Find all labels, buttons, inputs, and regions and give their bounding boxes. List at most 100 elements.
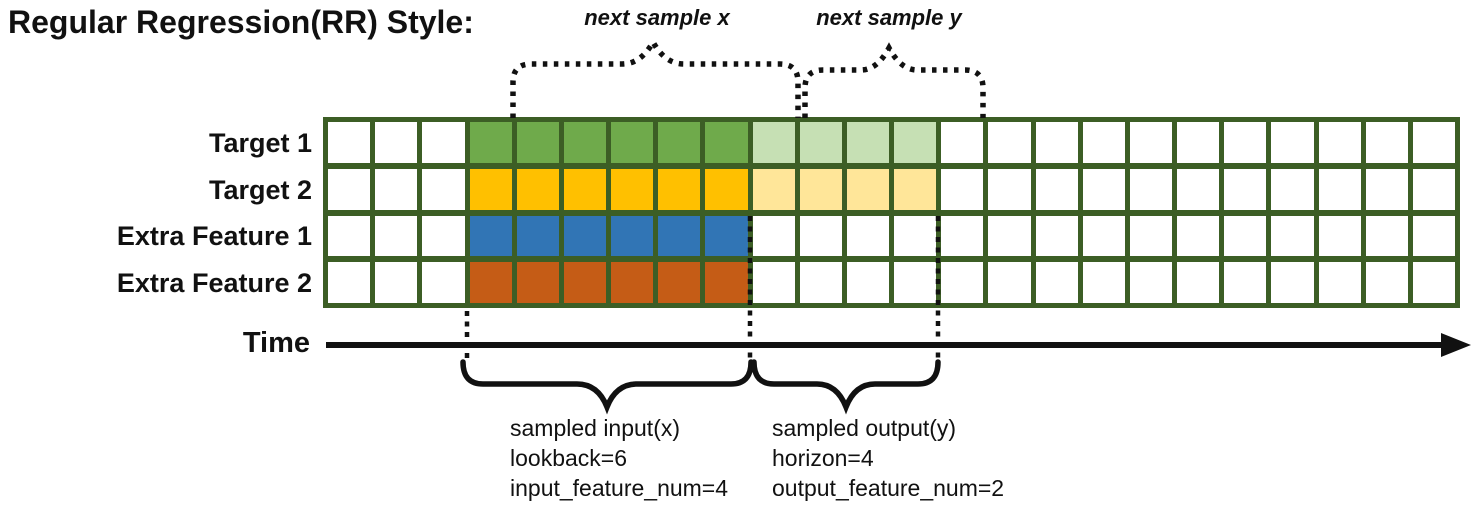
grid-cell (375, 262, 418, 303)
grid-cell (1224, 168, 1267, 210)
diagram-title: Regular Regression(RR) Style: (8, 4, 474, 40)
grid-cell (894, 122, 937, 163)
grid-cell (1129, 215, 1172, 257)
grid-cell (1412, 122, 1455, 163)
grid-cell (705, 262, 748, 303)
grid-cell (375, 215, 418, 257)
grid-cell (1082, 168, 1125, 210)
grid-cell (1271, 122, 1314, 163)
grid-cell (941, 262, 984, 303)
grid-cell (469, 262, 512, 303)
grid-cell (611, 262, 654, 303)
grid-cell (1271, 168, 1314, 210)
grid-cell (846, 122, 889, 163)
grid-cell (1035, 122, 1078, 163)
grid-cell (799, 262, 842, 303)
grid-cell (469, 168, 512, 210)
grid-cell (846, 215, 889, 257)
grid-cell (328, 262, 371, 303)
output-feature-num-value: output_feature_num=2 (772, 475, 1005, 501)
time-axis-arrowhead-icon (1441, 333, 1471, 357)
grid-cell (422, 215, 465, 257)
grid-cell (328, 215, 371, 257)
time-axis-label: Time (242, 327, 310, 359)
grid-cell (1177, 215, 1220, 257)
grid-cell (563, 122, 606, 163)
grid-cell (516, 262, 559, 303)
grid-cell (658, 168, 701, 210)
grid-cell (1177, 122, 1220, 163)
grid-cell (941, 122, 984, 163)
grid-cell (705, 168, 748, 210)
grid-cell (1035, 262, 1078, 303)
grid-cell (658, 262, 701, 303)
grid-cell (1177, 262, 1220, 303)
row-label-target-2: Target 2 (208, 175, 312, 205)
grid-cell (1224, 262, 1267, 303)
grid-cell (375, 168, 418, 210)
next-sample-y-brace-icon (802, 42, 986, 118)
grid-cell (799, 215, 842, 257)
input-feature-num-value: input_feature_num=4 (510, 475, 729, 501)
grid-cell (1318, 122, 1361, 163)
grid-cell (328, 168, 371, 210)
grid-cell (894, 215, 937, 257)
next-sample-x-brace-icon (510, 36, 801, 118)
grid-cell (941, 215, 984, 257)
grid-cell (799, 122, 842, 163)
grid-cell (563, 262, 606, 303)
sampled-output-annotation: sampled output(y) horizon=4 output_featu… (772, 413, 1004, 503)
grid-cell (516, 168, 559, 210)
sampled-output-title: sampled output(y) (772, 415, 957, 441)
grid-cell (988, 215, 1031, 257)
grid-cell (705, 215, 748, 257)
grid-cell (1271, 215, 1314, 257)
grid-cell (611, 168, 654, 210)
sampled-input-title: sampled input(x) (510, 415, 681, 441)
grid-cell (846, 168, 889, 210)
row-label-extra-feature-1: Extra Feature 1 (116, 221, 312, 251)
grid-cell (988, 262, 1031, 303)
grid-cell (1318, 168, 1361, 210)
grid-cell (563, 215, 606, 257)
grid-cell (894, 262, 937, 303)
grid-cell (1365, 122, 1408, 163)
grid-cell (1224, 215, 1267, 257)
grid-cell (1224, 122, 1267, 163)
grid-cell (894, 168, 937, 210)
grid-cell (1412, 215, 1455, 257)
sample-grid (323, 117, 1460, 308)
next-sample-y-label: next sample y (816, 5, 962, 30)
grid-cell (469, 215, 512, 257)
sampled-output-underbrace-icon (751, 359, 941, 415)
grid-cell (988, 122, 1031, 163)
grid-cell (1412, 168, 1455, 210)
sampled-input-annotation: sampled input(x) lookback=6 input_featur… (510, 413, 728, 503)
grid-cell (658, 122, 701, 163)
grid-cell (1129, 122, 1172, 163)
grid-cell (705, 122, 748, 163)
grid-cell (1271, 262, 1314, 303)
sampled-input-underbrace-icon (460, 359, 754, 415)
grid-cell (1082, 122, 1125, 163)
grid-cell (422, 262, 465, 303)
grid-cell (1365, 262, 1408, 303)
grid-cell (752, 122, 795, 163)
grid-cell (658, 215, 701, 257)
grid-cell (422, 168, 465, 210)
grid-cell (846, 262, 889, 303)
grid-cell (516, 215, 559, 257)
grid-cell (563, 168, 606, 210)
grid-cell (988, 168, 1031, 210)
grid-cell (1365, 215, 1408, 257)
grid-cell (1035, 215, 1078, 257)
row-label-target-1: Target 1 (208, 128, 312, 158)
grid-cell (375, 122, 418, 163)
grid-cell (1129, 262, 1172, 303)
row-label-extra-feature-2: Extra Feature 2 (116, 268, 312, 298)
grid-cell (1129, 168, 1172, 210)
grid-cell (611, 122, 654, 163)
lookback-value: lookback=6 (510, 445, 627, 471)
grid-cell (799, 168, 842, 210)
